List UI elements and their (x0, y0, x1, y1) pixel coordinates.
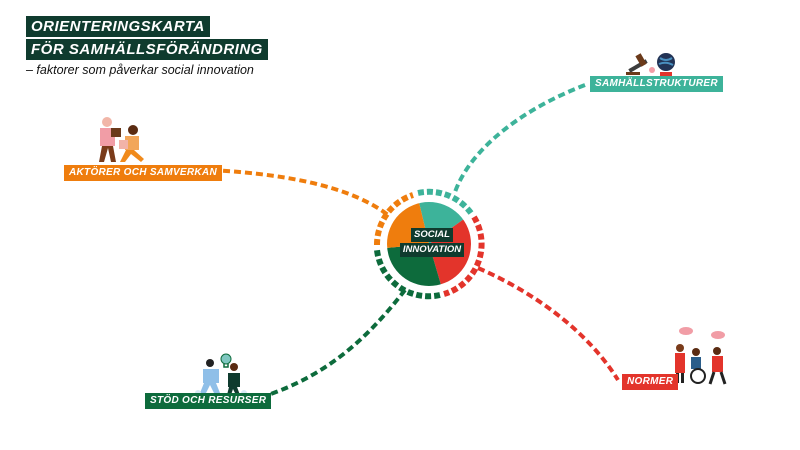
connector-samhall (453, 83, 586, 193)
connector-aktorer (211, 168, 390, 217)
subtitle: – faktorer som påverkar social innovatio… (26, 63, 254, 77)
center-label: SOCIAL INNOVATION (392, 228, 472, 258)
label-normer: NORMER (622, 374, 679, 390)
ring-samhall (417, 188, 474, 215)
label-samhallsstrukturer: SAMHÄLLSTRUKTURER (590, 76, 723, 92)
label-aktorer-och-samverkan: AKTÖRER OCH SAMVERKAN (64, 165, 222, 181)
ring-stod (374, 249, 441, 300)
title-line-2: FÖR SAMHÄLLSFÖRÄNDRING (26, 39, 268, 60)
ring-aktorer (373, 192, 415, 246)
connector-stod (261, 288, 407, 399)
ring-normer (443, 215, 485, 297)
people-speech-wheelchair-icon (675, 327, 727, 385)
gavel-globe-icon (626, 53, 675, 76)
label-stod-och-resurser: STÖD OCH RESURSER (145, 393, 272, 409)
connector-normer (477, 266, 620, 382)
title-line-1: ORIENTERINGSKARTA (26, 16, 210, 37)
people-lightbulb-icon (195, 353, 247, 396)
center-label-line-1: SOCIAL (411, 228, 453, 242)
center-label-line-2: INNOVATION (399, 243, 465, 257)
people-puzzle-icon (99, 117, 144, 162)
